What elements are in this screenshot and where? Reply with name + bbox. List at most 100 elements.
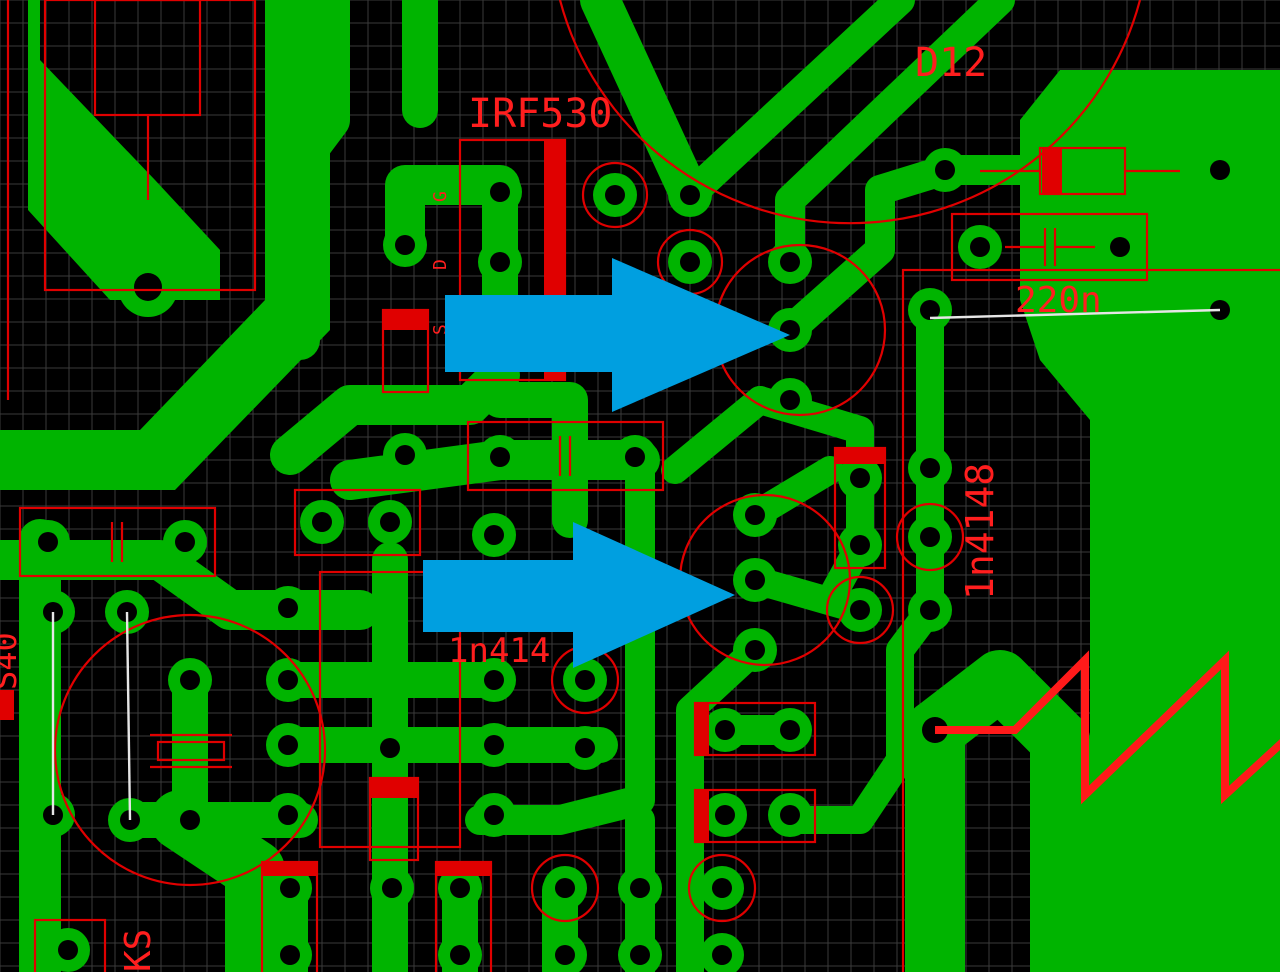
label-1n4148: 1n4148 <box>958 463 1002 600</box>
diode-small-band <box>1042 148 1062 194</box>
jumper-wire <box>125 611 132 821</box>
drill-hole <box>1210 160 1230 180</box>
trace <box>580 0 710 215</box>
drill-hole <box>715 805 735 825</box>
drill-hole <box>278 598 298 618</box>
ks-outline <box>33 918 107 972</box>
arrow-upper <box>445 258 790 412</box>
pad-ring <box>895 502 965 572</box>
cap-mid-outline <box>466 420 665 492</box>
jumper-wire <box>929 308 1221 320</box>
bottom-component-band <box>262 862 317 876</box>
diode-right-band <box>835 448 885 464</box>
drill-hole <box>278 670 298 690</box>
drill-hole <box>380 738 400 758</box>
cap-220n-outline <box>950 212 1149 282</box>
drill-hole <box>278 805 298 825</box>
trace <box>675 0 915 210</box>
label-ks: KS <box>118 929 159 972</box>
drill-hole <box>680 252 700 272</box>
drill-hole <box>484 805 504 825</box>
copper-pour-left-diagonal <box>0 0 330 490</box>
diode-vertical-band <box>383 310 428 330</box>
drill-hole <box>745 570 765 590</box>
drill-hole <box>134 273 162 301</box>
drill-hole <box>395 235 415 255</box>
drill-hole <box>745 505 765 525</box>
diode-d12-outline <box>558 0 1142 225</box>
drill-hole <box>484 735 504 755</box>
drill-hole <box>575 670 595 690</box>
drill-hole <box>935 160 955 180</box>
label-pin-s: S <box>430 324 451 335</box>
trace <box>776 596 944 834</box>
drill-hole <box>395 445 415 465</box>
drill-hole <box>180 670 200 690</box>
crystal-outline <box>53 613 327 887</box>
drill-hole <box>920 458 940 478</box>
drill-hole <box>278 735 298 755</box>
pad-ring <box>825 575 895 645</box>
resistor-outline <box>318 570 462 849</box>
diode-bottom-band <box>370 778 418 798</box>
copper-pour-top-left <box>0 0 220 300</box>
left-edge-mark <box>0 690 14 720</box>
drill-hole <box>38 532 58 552</box>
drill-hole <box>630 878 650 898</box>
label-edge-partial: S40 <box>0 632 24 690</box>
drill-hole <box>712 878 732 898</box>
drill-hole <box>625 447 645 467</box>
drill-hole <box>850 600 870 620</box>
drill-hole <box>780 805 800 825</box>
drill-hole <box>970 237 990 257</box>
trace <box>661 386 774 484</box>
drill-hole <box>575 738 595 758</box>
drill-hole <box>484 670 504 690</box>
drill-hole <box>780 252 800 272</box>
drill-hole <box>630 945 650 965</box>
drill-hole <box>175 532 195 552</box>
label-irf530: IRF530 <box>468 91 613 137</box>
pad-ring <box>581 161 649 229</box>
drill-hole <box>312 512 332 532</box>
cap-left-outline <box>18 506 217 578</box>
drill-hole <box>280 878 300 898</box>
pad-ring <box>687 853 757 923</box>
drill-hole <box>380 512 400 532</box>
top-left-component-outline <box>43 0 257 292</box>
drill-hole <box>1110 237 1130 257</box>
jumper-wires <box>51 308 1221 821</box>
inductor-zigzag <box>935 650 1280 805</box>
drill-hole <box>780 390 800 410</box>
arrow-lower <box>423 522 735 668</box>
annotation-arrows <box>423 258 790 668</box>
drill-hole <box>450 878 470 898</box>
drill-hole <box>555 878 575 898</box>
crystal-body <box>156 740 226 762</box>
silkscreen-labels: D12 IRF530 220n 1n4148 1n414 G D S KS S4… <box>0 40 1102 972</box>
drill-hole <box>280 945 300 965</box>
header-pin1-mark <box>695 703 709 755</box>
drill-hole <box>680 185 700 205</box>
drill-hole <box>715 720 735 740</box>
drill-hole <box>712 945 732 965</box>
drill-hole <box>382 878 402 898</box>
drill-hole <box>850 468 870 488</box>
label-pin-d: D <box>430 259 451 270</box>
trace <box>775 155 960 345</box>
drill-hole <box>58 940 78 960</box>
drill-hole <box>555 945 575 965</box>
label-d12: D12 <box>915 40 987 86</box>
drill-hole <box>180 810 200 830</box>
header-pin1-mark <box>695 790 709 842</box>
copper-pads <box>26 148 1242 972</box>
irf530-outline <box>458 138 567 382</box>
drill-hole <box>490 252 510 272</box>
cap-small-outline <box>293 488 422 557</box>
bottom-component-band <box>436 862 491 876</box>
label-1n414: 1n414 <box>448 631 550 671</box>
large-component-outline <box>901 268 1280 972</box>
drill-hole <box>490 182 510 202</box>
drill-hole <box>484 525 504 545</box>
